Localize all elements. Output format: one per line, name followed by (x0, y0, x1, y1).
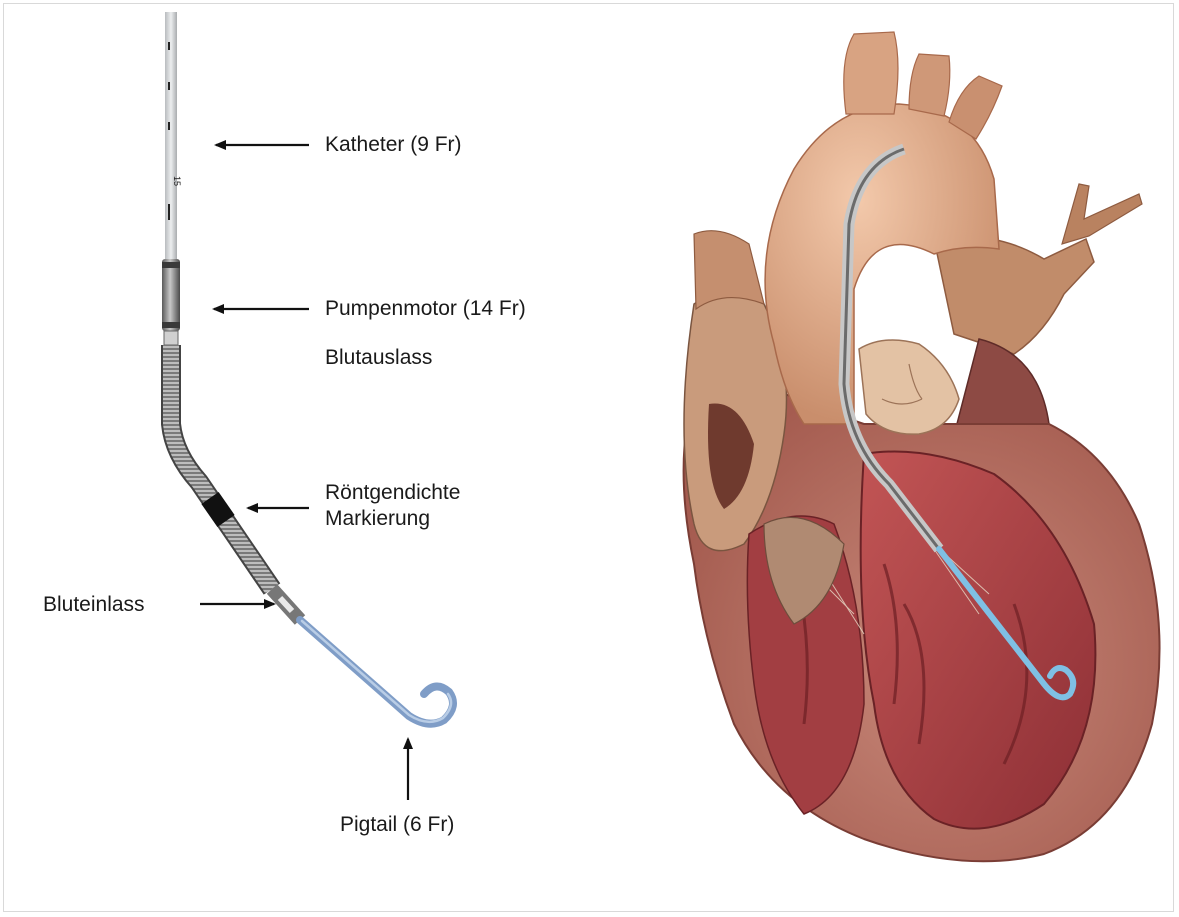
impella-diagram: 15 (4, 4, 1175, 913)
blood-outlet (164, 331, 178, 345)
aorta-branch-1 (844, 32, 898, 114)
label-bluteinlass: Bluteinlass (43, 592, 145, 618)
pigtail-tip (300, 620, 453, 724)
label-pigtail: Pigtail (6 Fr) (340, 812, 454, 838)
label-pumpenmotor: Pumpenmotor (14 Fr) (325, 296, 526, 322)
label-roentgendichte-markierung: Röntgendichte Markierung (325, 480, 525, 532)
annotation-arrows (200, 145, 408, 800)
radiopaque-marker (210, 498, 226, 521)
aortic-valve (859, 340, 959, 434)
label-roentgen-line1: Röntgendichte (325, 480, 525, 506)
label-roentgen-line2: Markierung (325, 506, 525, 532)
pump-motor (162, 259, 180, 331)
vena-cava (694, 231, 764, 309)
heart-illustration (684, 32, 1160, 861)
catheter-print-marking: 15 (172, 176, 182, 186)
figure-frame: 15 (3, 3, 1174, 912)
pulmonary-artery (934, 237, 1094, 355)
label-blutauslass: Blutauslass (325, 345, 432, 371)
aorta-branch-2 (909, 54, 950, 116)
catheter-shaft (165, 12, 177, 262)
label-katheter: Katheter (9 Fr) (325, 132, 462, 158)
